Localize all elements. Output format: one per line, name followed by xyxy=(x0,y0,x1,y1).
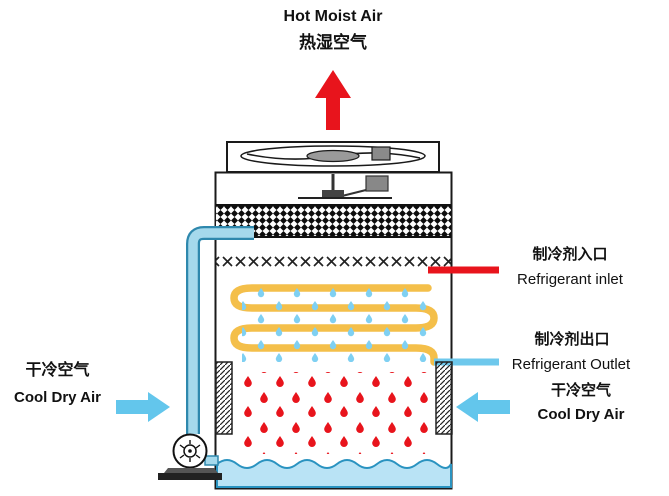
basin-water xyxy=(216,459,452,488)
spray-droplets xyxy=(242,286,428,362)
hot-air-arrow-icon xyxy=(315,70,351,130)
cool-dry-air-left-label-zh: 干冷空气 xyxy=(25,362,90,379)
cool-dry-air-right-label-en: Cool Dry Air xyxy=(537,406,625,423)
refrigerant-inlet-label-en: Refrigerant inlet xyxy=(517,271,623,288)
drift-eliminator xyxy=(216,204,451,238)
cool-dry-air-right-label-zh: 干冷空气 xyxy=(550,382,611,399)
drive-machinery xyxy=(298,174,392,199)
fan-assembly xyxy=(226,141,440,173)
falling-droplets xyxy=(236,372,432,454)
circulation-pipe xyxy=(186,226,254,434)
cool-air-arrow-left-icon xyxy=(116,392,170,422)
hot-moist-air-label-en: Hot Moist Air xyxy=(283,8,383,25)
pump xyxy=(158,433,222,480)
refrigerant-inlet-label-zh: 制冷剂入口 xyxy=(532,246,608,263)
fan-hub xyxy=(306,149,360,163)
cool-air-arrow-right-icon xyxy=(456,392,510,422)
hot-moist-air-label-zh: 热湿空气 xyxy=(299,33,367,52)
refrigerant-outlet-label-zh: 制冷剂出口 xyxy=(534,331,610,348)
fill-mesh xyxy=(216,251,451,271)
refrigerant-outlet-label-en: Refrigerant Outlet xyxy=(511,356,631,373)
cool-dry-air-left-label-en: Cool Dry Air xyxy=(14,389,101,406)
fan-motor xyxy=(371,146,391,161)
left-louver xyxy=(215,361,233,435)
right-louver xyxy=(435,361,453,435)
